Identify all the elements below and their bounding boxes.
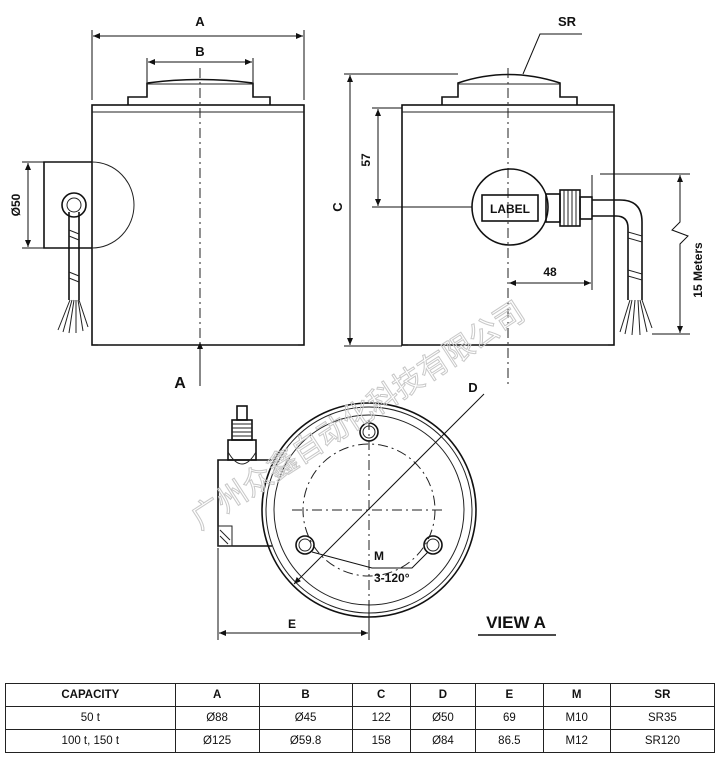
dim-cable-length-label: 15 Meters — [691, 242, 705, 298]
col-a: A — [174, 683, 260, 707]
table-row: 100 t, 150 t Ø125 Ø59.8 158 Ø84 86.5 M12… — [5, 729, 716, 753]
left-connector-nut — [61, 192, 87, 218]
col-e: E — [475, 683, 544, 707]
table-cell: 69 — [475, 706, 544, 730]
left-body — [91, 104, 305, 346]
label-tag-box — [481, 194, 539, 222]
table-cell: Ø50 — [409, 706, 477, 730]
table-row: 50 t Ø88 Ø45 122 Ø50 69 M10 SR35 — [5, 706, 716, 730]
view-a-title: VIEW A — [486, 613, 546, 632]
dim-d-label: D — [468, 380, 477, 395]
dim-sr-label: SR — [558, 14, 577, 29]
bottom-view-a: D M 3-120° E VIEW A — [217, 380, 556, 640]
col-d: D — [409, 683, 477, 707]
table-cell: M10 — [542, 706, 611, 730]
right-load-button — [441, 73, 578, 105]
dim-cable-length-line — [671, 175, 689, 333]
dim-b-label: B — [195, 44, 204, 59]
col-capacity: CAPACITY — [5, 683, 176, 707]
table-cell: 86.5 — [475, 729, 544, 753]
holes-pattern-label: 3-120° — [374, 571, 410, 585]
table-cell: 50 t — [5, 706, 176, 730]
table-cell: 158 — [351, 729, 411, 753]
specifications-table: CAPACITY A B C D E M SR 50 t Ø88 Ø45 122… — [5, 683, 716, 753]
section-a-label: A — [174, 375, 186, 392]
dim-dia50-label: Ø50 — [9, 193, 23, 216]
table-cell: SR35 — [609, 706, 716, 730]
right-cable-gland — [545, 189, 593, 227]
dim-m-label: M — [374, 549, 384, 563]
col-b: B — [258, 683, 353, 707]
dim-d-line — [293, 393, 485, 585]
table-cell: Ø59.8 — [258, 729, 353, 753]
table-cell: SR120 — [609, 729, 716, 753]
technical-drawing: A B Ø50 A SR LABEL — [9, 14, 705, 640]
table-cell: 122 — [351, 706, 411, 730]
left-side-view: A B Ø50 A — [9, 14, 305, 392]
view-a-cable-gland — [227, 405, 257, 461]
left-load-button — [127, 78, 271, 105]
table-cell: Ø84 — [409, 729, 477, 753]
table-cell: 100 t, 150 t — [5, 729, 176, 753]
table-header-row: CAPACITY A B C D E M SR — [5, 683, 716, 707]
dim-a-label: A — [195, 14, 205, 29]
col-sr: SR — [609, 683, 716, 707]
table-cell: M12 — [542, 729, 611, 753]
right-cable-wires — [619, 299, 653, 336]
dim-c-label: C — [330, 202, 345, 212]
col-m: M — [542, 683, 611, 707]
left-connector-boss — [43, 161, 92, 249]
right-cable — [592, 199, 643, 300]
label-tag-text: LABEL — [490, 202, 530, 216]
col-c: C — [351, 683, 411, 707]
dim-48-label: 48 — [543, 265, 557, 279]
left-cable-wires — [57, 299, 89, 334]
table-cell: Ø88 — [174, 706, 260, 730]
right-side-view: SR LABEL 57 C 48 — [330, 14, 705, 385]
dim-e-label: E — [288, 617, 296, 631]
dim-57-label: 57 — [359, 153, 373, 167]
table-cell: Ø125 — [174, 729, 260, 753]
table-cell: Ø45 — [258, 706, 353, 730]
